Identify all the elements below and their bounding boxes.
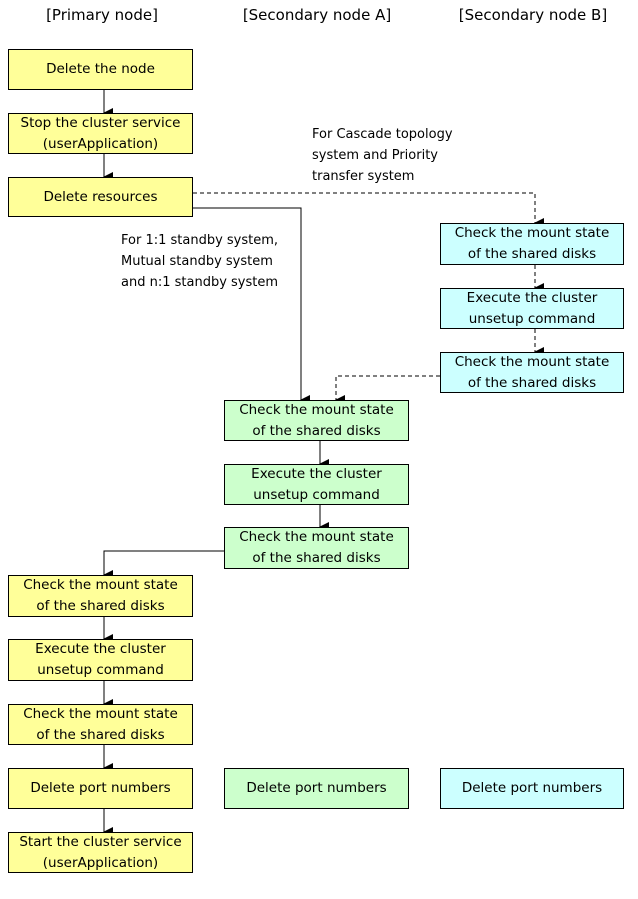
secondary-b-check-mount-box-1: Check the mount state of the shared disk… — [440, 223, 624, 265]
secondary-a-delete-ports-box: Delete port numbers — [224, 768, 409, 809]
primary-stop-service-box: Stop the cluster service (userApplicatio… — [8, 113, 193, 154]
secondary-b-check-mount-box-2: Check the mount state of the shared disk… — [440, 352, 624, 393]
secondary-a-execute-unsetup-box: Execute the cluster unsetup command — [224, 464, 409, 505]
primary-delete-node-box: Delete the node — [8, 49, 193, 90]
primary-start-service-box: Start the cluster service (userApplicati… — [8, 832, 193, 873]
secondary-a-check-mount-box-2: Check the mount state of the shared disk… — [224, 527, 409, 569]
arrow-resources-to-secondary-b — [193, 192, 544, 228]
primary-execute-unsetup-box: Execute the cluster unsetup command — [8, 639, 193, 681]
primary-check-mount-box-1: Check the mount state of the shared disk… — [8, 575, 193, 617]
arrow-resources-to-secondary-a — [193, 207, 310, 405]
cascade-topology-note: For Cascade topology system and Priority… — [312, 127, 453, 184]
secondary-node-a-header: [Secondary node A] — [242, 6, 392, 24]
primary-node-header: [Primary node] — [46, 6, 158, 24]
primary-check-mount-box-2: Check the mount state of the shared disk… — [8, 704, 193, 745]
primary-delete-resources-box: Delete resources — [8, 177, 193, 217]
arrow-secondary-a-to-primary — [103, 550, 224, 580]
secondary-b-execute-unsetup-box: Execute the cluster unsetup command — [440, 288, 624, 329]
secondary-a-check-mount-box-1: Check the mount state of the shared disk… — [224, 400, 409, 441]
secondary-node-b-header: [Secondary node B] — [458, 6, 608, 24]
primary-delete-ports-box: Delete port numbers — [8, 768, 193, 809]
standby-system-note: For 1:1 standby system, Mutual standby s… — [121, 233, 279, 290]
secondary-b-delete-ports-box: Delete port numbers — [440, 768, 624, 809]
arrow-secondary-b-to-secondary-a — [335, 375, 440, 405]
